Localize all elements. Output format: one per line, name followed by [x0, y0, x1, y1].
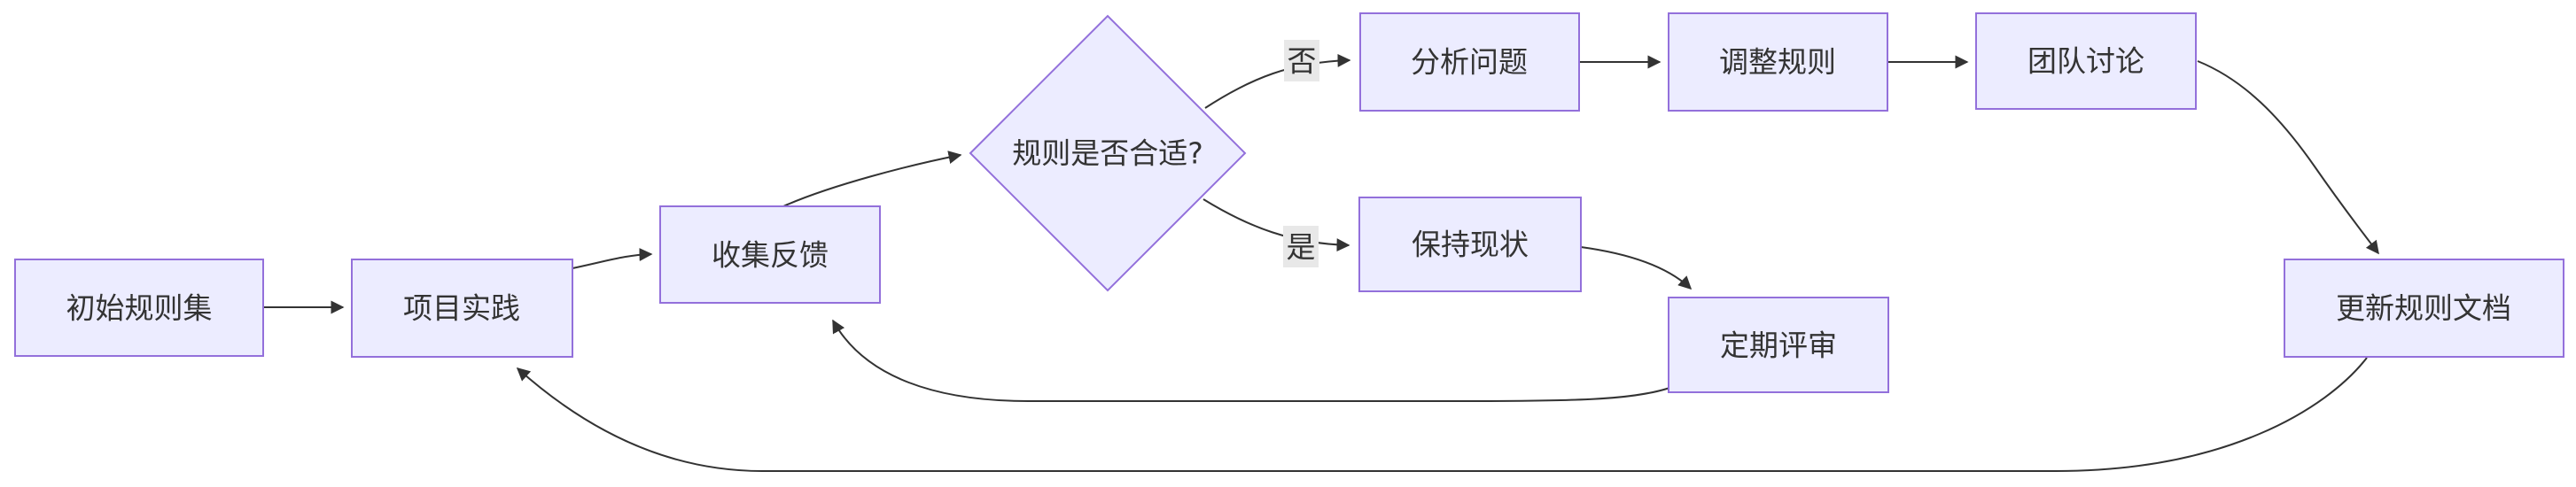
node-analyze-problem-label: 分析问题 [1411, 45, 1528, 80]
edge-keep-review [1580, 246, 1693, 290]
edge-label-yes-bg [1283, 226, 1319, 267]
node-initial-ruleset-label: 初始规则集 [66, 291, 213, 326]
edge-label-no: 否 [1284, 40, 1319, 81]
edge-review-feedback [832, 319, 1673, 402]
node-initial-ruleset: 初始规则集 [14, 259, 264, 357]
node-project-practice: 项目实践 [351, 259, 573, 358]
edge-feedback-decision [782, 151, 962, 207]
node-decision-rules-suitable-diamond [969, 14, 1247, 292]
node-adjust-rules-box [1668, 12, 1888, 112]
node-team-discussion: 团队讨论 [1975, 12, 2197, 110]
node-team-discussion-box [1975, 12, 2197, 110]
node-project-practice-label: 项目实践 [403, 291, 520, 326]
node-project-practice-box [351, 259, 573, 358]
edge-update-practice [516, 357, 2368, 472]
edge-discuss-update [2197, 60, 2379, 255]
node-analyze-problem-box [1359, 12, 1580, 112]
node-periodic-review-label: 定期评审 [1720, 329, 1837, 363]
node-keep-status-quo-box [1358, 197, 1582, 292]
node-collect-feedback-label: 收集反馈 [712, 238, 829, 273]
node-collect-feedback: 收集反馈 [659, 205, 881, 304]
node-keep-status-quo: 保持现状 [1358, 197, 1582, 292]
edge-practice-feedback [572, 247, 653, 269]
node-decision-rules-suitable: 规则是否合适? [969, 14, 1247, 292]
edge-decision-keep [1202, 198, 1350, 252]
node-initial-ruleset-box [14, 259, 264, 357]
node-collect-feedback-box [659, 205, 881, 304]
node-periodic-review-box [1668, 297, 1889, 393]
node-update-rules-doc-label: 更新规则文档 [2336, 291, 2511, 326]
node-team-discussion-label: 团队讨论 [2027, 44, 2144, 79]
node-adjust-rules-label: 调整规则 [1719, 45, 1836, 80]
node-keep-status-quo-label: 保持现状 [1412, 228, 1529, 262]
node-periodic-review: 定期评审 [1668, 297, 1889, 393]
edge-layer [263, 53, 2379, 472]
edge-label-yes: 是 [1283, 226, 1319, 267]
node-update-rules-doc: 更新规则文档 [2284, 259, 2564, 358]
node-adjust-rules: 调整规则 [1668, 12, 1888, 112]
edge-label-no-bg [1284, 40, 1319, 81]
edge-label-yes-text: 是 [1287, 230, 1316, 265]
edge-label-no-text: 否 [1288, 44, 1317, 79]
node-update-rules-doc-box [2284, 259, 2564, 358]
node-analyze-problem: 分析问题 [1359, 12, 1580, 112]
edge-decision-analyze [1204, 53, 1351, 109]
node-decision-rules-suitable-label: 规则是否合适? [1012, 136, 1203, 171]
